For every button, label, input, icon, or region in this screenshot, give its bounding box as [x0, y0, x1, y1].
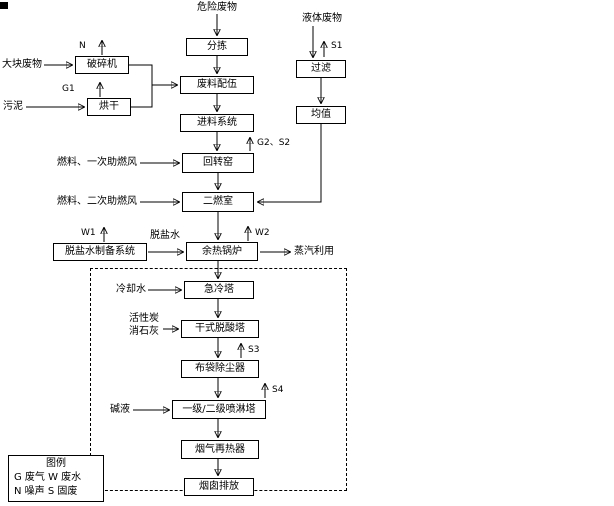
emission-label-s1: S1 [331, 41, 343, 51]
process-box-secondary-chamber: 二燃室 [182, 192, 254, 212]
legend-title: 图例 [46, 458, 66, 469]
emission-label-s3: S3 [248, 345, 260, 355]
label-fuel-secondary-air: 燃料、二次助燃风 [57, 196, 137, 207]
emission-label-g2-s2: G2、S2 [257, 138, 291, 148]
emission-label-g1: G1 [62, 84, 75, 94]
emission-label-n: N [79, 41, 86, 51]
process-box-sorting: 分拣 [186, 38, 248, 56]
emission-label-w1: W1 [81, 228, 96, 238]
process-box-rotary-kiln: 回转窑 [182, 153, 254, 173]
corner-artifact [0, 2, 8, 9]
label-steam-use: 蒸汽利用 [294, 246, 334, 257]
label-slaked-lime: 消石灰 [129, 326, 159, 337]
process-box-flue-gas-reheater: 烟气再热器 [181, 440, 259, 459]
legend-row-gas-water: G 废气 W 废水 [14, 472, 82, 483]
process-box-feeding: 进料系统 [180, 114, 254, 132]
label-liquid-waste: 液体废物 [302, 13, 342, 24]
emission-label-w2: W2 [255, 228, 270, 238]
legend-row-noise-solid: N 噪声 S 固废 [14, 486, 78, 497]
process-box-dryer: 烘干 [87, 98, 131, 116]
label-hazardous-waste: 危险废物 [197, 2, 237, 13]
label-activated-carbon: 活性炭 [129, 313, 159, 324]
label-fuel-primary-air: 燃料、一次助燃风 [57, 157, 137, 168]
legend-box: 图例 G 废气 W 废水 N 噪声 S 固废 [8, 455, 104, 502]
label-cooling-water: 冷却水 [116, 284, 146, 295]
process-box-waste-heat-boiler: 余热锅炉 [186, 242, 258, 261]
label-alkali-liquor: 碱液 [110, 404, 130, 415]
process-box-demin-water-system: 脱盐水制备系统 [53, 243, 147, 261]
process-box-spray-tower: 一级/二级喷淋塔 [172, 400, 266, 419]
label-bulk-waste: 大块废物 [2, 59, 42, 70]
process-box-filtration: 过滤 [296, 60, 346, 78]
process-box-crusher: 破碎机 [75, 56, 129, 74]
process-box-quench-tower: 急冷塔 [184, 281, 254, 299]
process-box-dry-deacid-tower: 干式脱酸塔 [181, 320, 259, 338]
process-box-blending: 废料配伍 [180, 76, 254, 94]
emission-label-s4: S4 [272, 385, 284, 395]
process-box-bag-filter: 布袋除尘器 [181, 360, 259, 378]
process-box-stack-discharge: 烟囱排放 [184, 478, 254, 496]
label-sludge: 污泥 [3, 101, 23, 112]
label-demin-water: 脱盐水 [150, 230, 180, 241]
process-box-equalization: 均值 [296, 106, 346, 124]
